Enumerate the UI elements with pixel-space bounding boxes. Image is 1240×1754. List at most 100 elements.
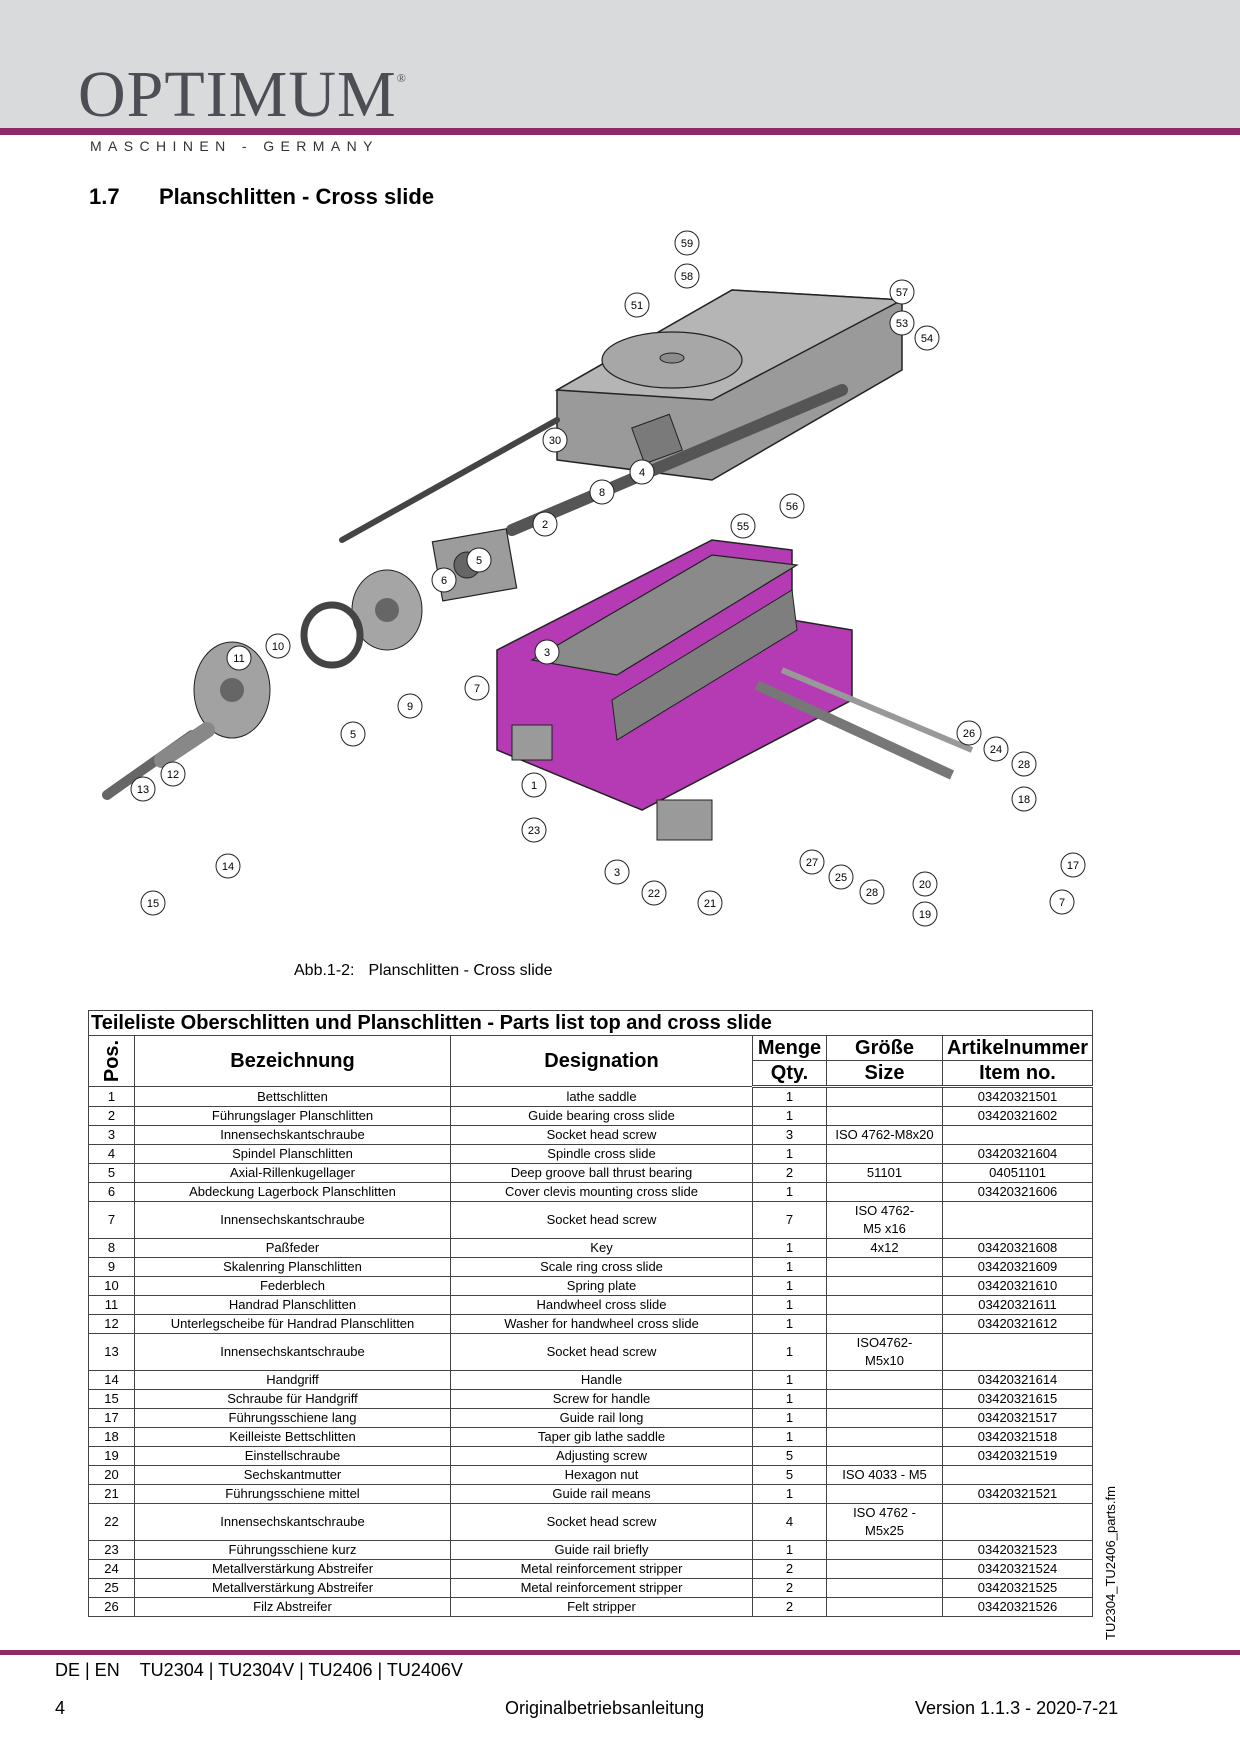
cell-qty: 3	[752, 1125, 827, 1145]
cell-bezeichnung: Metallverstärkung Abstreifer	[134, 1559, 451, 1579]
header-band	[0, 0, 1240, 128]
callout-bubble	[340, 721, 366, 747]
callout-label: 19	[919, 909, 931, 921]
document-version: Version 1.1.3 - 2020-7-21	[915, 1698, 1119, 1718]
cell-size	[826, 1578, 943, 1598]
cell-designation: Scale ring cross slide	[450, 1257, 753, 1277]
callout-label: 23	[528, 825, 540, 837]
col-designation-header: Designation	[450, 1035, 753, 1087]
cell-qty: 1	[752, 1257, 827, 1277]
cell-designation: Metal reinforcement stripper	[450, 1578, 753, 1598]
cell-item-no: 03420321604	[941, 1144, 1094, 1164]
header-accent-line	[0, 128, 1240, 135]
cell-qty: 1	[752, 1086, 827, 1107]
callout-label: 59	[681, 238, 693, 250]
cell-qty: 1	[752, 1276, 827, 1296]
callout-label: 5	[350, 729, 356, 741]
registered-mark: ®	[396, 71, 407, 85]
callout-label: 30	[549, 435, 561, 447]
callout-label: 28	[1018, 759, 1030, 771]
callout-bubble	[521, 772, 547, 798]
parts-table: Teileliste Oberschlitten und Planschlitt…	[87, 1010, 1094, 1617]
cell-size	[826, 1144, 943, 1164]
guide-rails	[511, 667, 974, 841]
callout-bubble	[532, 511, 558, 537]
callout-label: 51	[631, 300, 643, 312]
cell-designation: Socket head screw	[450, 1125, 753, 1145]
cell-item-no: 03420321609	[941, 1257, 1094, 1277]
spindle-rod	[506, 384, 848, 536]
cell-item-no	[941, 1333, 1094, 1371]
figure-caption: Abb.1-2:Planschlitten - Cross slide	[294, 962, 567, 980]
callout-bubble	[697, 890, 723, 916]
cell-bezeichnung: Filz Abstreifer	[134, 1597, 451, 1617]
callout-bubble	[1011, 786, 1037, 812]
cell-designation: Guide rail means	[450, 1484, 753, 1504]
cell-bezeichnung: Führungsschiene kurz	[134, 1540, 451, 1560]
table-title-row: Teileliste Oberschlitten und Planschlitt…	[87, 1010, 1094, 1036]
cell-designation: Felt stripper	[450, 1597, 753, 1617]
callout-bubbles: 59 58 51 57 53 54 30 4 8 56 2 55 5 6 3 1…	[130, 230, 1086, 927]
cell-qty: 1	[752, 1295, 827, 1315]
cell-size	[826, 1370, 943, 1390]
cell-size	[826, 1276, 943, 1296]
brand-name: OPTIMUM	[78, 58, 397, 131]
cell-item-no: 03420321608	[941, 1238, 1094, 1258]
cell-designation: Guide rail long	[450, 1408, 753, 1428]
callout-bubble	[226, 645, 252, 671]
callout-label: 3	[544, 647, 550, 659]
callout-label: 21	[704, 898, 716, 910]
callout-label: 9	[407, 701, 413, 713]
callout-bubble	[799, 849, 825, 875]
callout-label: 6	[441, 575, 447, 587]
cell-bezeichnung: Unterlegscheibe für Handrad Planschlitte…	[134, 1314, 451, 1334]
cell-designation: Spindle cross slide	[450, 1144, 753, 1164]
cell-designation: Screw for handle	[450, 1389, 753, 1409]
cell-bezeichnung: Handrad Planschlitten	[134, 1295, 451, 1315]
callout-label: 25	[835, 872, 847, 884]
cell-size: ISO 4762- M5 x16	[826, 1201, 943, 1239]
cell-qty: 1	[752, 1389, 827, 1409]
cell-bezeichnung: Federblech	[134, 1276, 451, 1296]
cell-pos: 11	[88, 1295, 135, 1315]
cell-bezeichnung: Schraube für Handgriff	[134, 1389, 451, 1409]
cell-bezeichnung: Führungsschiene lang	[134, 1408, 451, 1428]
cell-qty: 1	[752, 1540, 827, 1560]
footer-model-list: TU2304 | TU2304V | TU2406 | TU2406V	[139, 1660, 463, 1680]
cell-size	[826, 1182, 943, 1202]
callout-bubble	[956, 720, 982, 746]
cell-item-no: 03420321606	[941, 1182, 1094, 1202]
col-item-header: Item no.	[941, 1060, 1094, 1088]
callout-bubble	[1060, 852, 1086, 878]
cell-qty: 1	[752, 1238, 827, 1258]
cell-size: 51101	[826, 1163, 943, 1183]
brand-logo: OPTIMUM®	[78, 62, 407, 128]
callout-label: 17	[1067, 860, 1079, 872]
cell-item-no: 03420321612	[941, 1314, 1094, 1334]
cell-size	[826, 1446, 943, 1466]
cell-item-no: 03420321501	[941, 1086, 1094, 1107]
cell-item-no: 03420321610	[941, 1276, 1094, 1296]
cell-pos: 18	[88, 1427, 135, 1447]
callout-label: 55	[737, 521, 749, 533]
cell-qty: 2	[752, 1597, 827, 1617]
col-groesse-header: Größe	[826, 1035, 943, 1061]
pos-label: Pos.	[101, 1039, 124, 1083]
cell-size: 4x12	[826, 1238, 943, 1258]
callout-bubble	[521, 817, 547, 843]
file-name-label: TU2304_TU2406_parts.fm	[1103, 1486, 1118, 1640]
cell-qty: 1	[752, 1144, 827, 1164]
cell-item-no: 03420321615	[941, 1389, 1094, 1409]
